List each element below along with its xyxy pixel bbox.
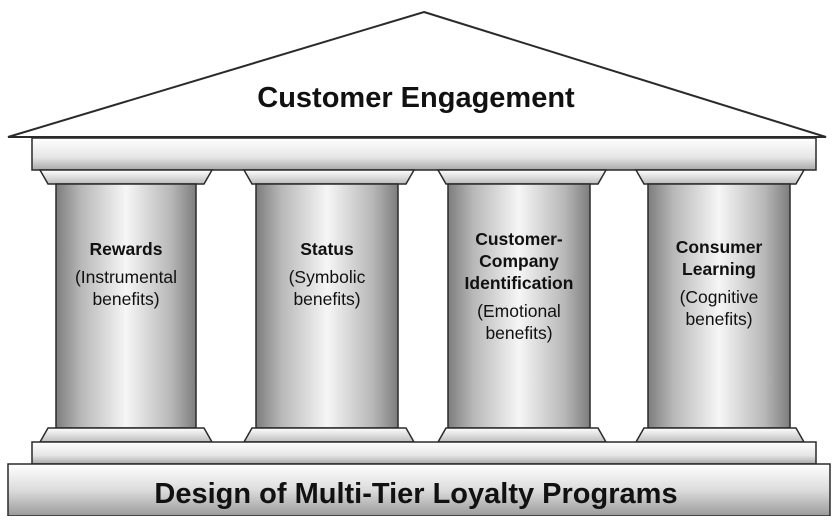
pillar-2-title: Status <box>300 239 354 259</box>
roof-triangle <box>7 10 827 138</box>
column-4 <box>634 169 806 443</box>
base-title: Design of Multi-Tier Loyalty Programs <box>154 478 678 510</box>
pillar-2-text: Status (Symbolic benefits) <box>256 238 398 310</box>
pillar-4-text: Consumer Learning (Cognitive benefits) <box>648 236 790 330</box>
pillar-3-subtitle: (Emotional benefits) <box>477 301 561 343</box>
pillar-4-title: Consumer Learning <box>675 237 763 279</box>
base-step-lower <box>7 463 831 517</box>
roof-title: Customer Engagement <box>257 82 575 114</box>
column-3 <box>436 169 608 443</box>
pillar-3-title: Customer- Company Identification <box>464 229 574 293</box>
pillar-3-text: Customer- Company Identification (Emotio… <box>440 228 598 344</box>
roof-beam <box>31 137 817 171</box>
pillar-2-subtitle: (Symbolic benefits) <box>288 267 366 309</box>
pillar-1-text: Rewards (Instrumental benefits) <box>56 238 196 310</box>
base-step-upper <box>31 441 817 465</box>
pillar-4-subtitle: (Cognitive benefits) <box>679 287 759 329</box>
column-1 <box>38 169 214 443</box>
column-2 <box>242 169 416 443</box>
pillar-1-subtitle: (Instrumental benefits) <box>74 267 178 309</box>
pillar-1-title: Rewards <box>89 239 163 259</box>
